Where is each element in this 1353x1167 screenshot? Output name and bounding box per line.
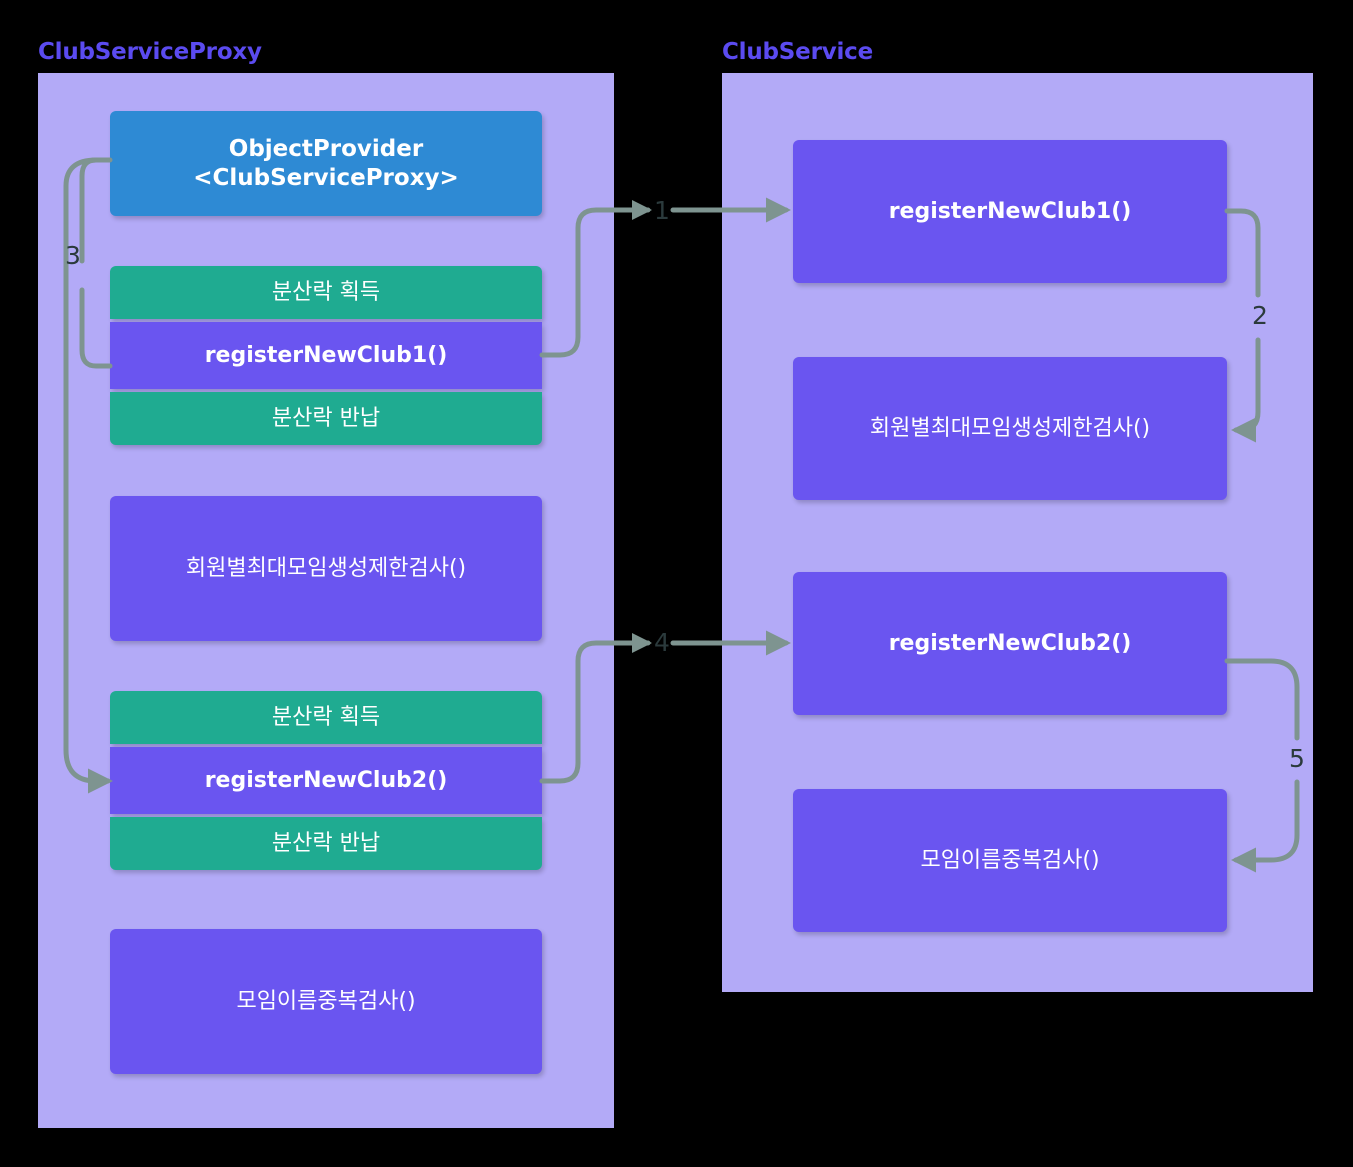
- node-duplicate-name-check-proxy-label: 모임이름중복검사(): [236, 988, 416, 1014]
- edge-label-1: 1: [654, 196, 670, 225]
- node-register-new-club2-proxy[interactable]: registerNewClub2(): [110, 747, 542, 814]
- group-title-club-service: ClubService: [722, 39, 874, 65]
- node-max-club-limit-check-service[interactable]: 회원별최대모임생성제한검사(): [793, 357, 1227, 500]
- node-max-club-limit-check-proxy[interactable]: 회원별최대모임생성제한검사(): [110, 496, 542, 641]
- node-object-provider-line1: ObjectProvider: [228, 135, 424, 162]
- node-lock-release-2-label: 분산락 반납: [271, 830, 381, 856]
- node-lock-release-1[interactable]: 분산락 반납: [110, 392, 542, 445]
- node-lock-acquire-2-label: 분산락 획득: [271, 704, 381, 730]
- node-register-new-club2-service-label: registerNewClub2(): [888, 630, 1132, 656]
- node-lock-acquire-1-label: 분산락 획득: [271, 279, 381, 305]
- node-max-club-limit-check-proxy-label: 회원별최대모임생성제한검사(): [185, 555, 467, 581]
- node-register-new-club1-service[interactable]: registerNewClub1(): [793, 140, 1227, 283]
- node-lock-release-2[interactable]: 분산락 반납: [110, 817, 542, 870]
- node-lock-acquire-1[interactable]: 분산락 획득: [110, 266, 542, 319]
- group-title-club-service-proxy: ClubServiceProxy: [38, 39, 262, 65]
- edge-label-4: 4: [654, 628, 670, 657]
- edge-label-2: 2: [1252, 301, 1268, 330]
- node-object-provider[interactable]: ObjectProvider <ClubServiceProxy>: [110, 111, 542, 216]
- node-max-club-limit-check-service-label: 회원별최대모임생성제한검사(): [869, 415, 1151, 441]
- node-register-new-club1-service-label: registerNewClub1(): [888, 198, 1132, 224]
- node-object-provider-line2: <ClubServiceProxy>: [193, 164, 459, 191]
- node-register-new-club2-proxy-label: registerNewClub2(): [204, 767, 448, 793]
- edge-label-3: 3: [65, 241, 81, 270]
- node-lock-release-1-label: 분산락 반납: [271, 405, 381, 431]
- node-register-new-club2-service[interactable]: registerNewClub2(): [793, 572, 1227, 715]
- edge-label-5: 5: [1289, 744, 1305, 773]
- node-register-new-club1-proxy[interactable]: registerNewClub1(): [110, 322, 542, 389]
- node-duplicate-name-check-proxy[interactable]: 모임이름중복검사(): [110, 929, 542, 1074]
- node-duplicate-name-check-service-label: 모임이름중복검사(): [920, 847, 1100, 873]
- node-lock-acquire-2[interactable]: 분산락 획득: [110, 691, 542, 744]
- node-register-new-club1-proxy-label: registerNewClub1(): [204, 342, 448, 368]
- node-duplicate-name-check-service[interactable]: 모임이름중복검사(): [793, 789, 1227, 932]
